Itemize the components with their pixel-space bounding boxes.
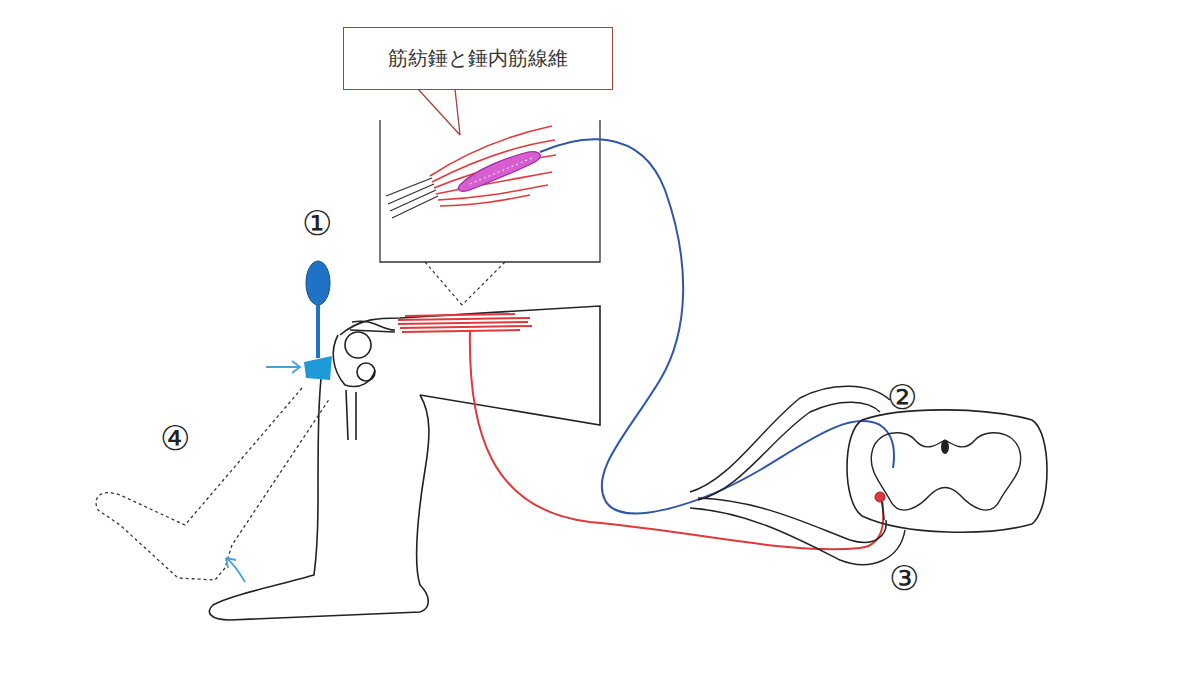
muscle-spindle — [458, 152, 540, 192]
grey-matter — [871, 433, 1020, 510]
knee-joint — [345, 332, 371, 358]
knee-joint — [357, 363, 375, 381]
callout-text: 筋紡錘と錘内筋線維 — [388, 45, 568, 72]
inset-pointer — [425, 262, 505, 305]
extended-leg — [96, 388, 330, 580]
reflex-hammer — [306, 261, 330, 305]
callout-tail — [418, 89, 460, 135]
intrafusal-fiber — [470, 158, 532, 184]
patella — [333, 335, 375, 387]
callout-number: ② — [887, 380, 917, 414]
muscle-fiber — [400, 326, 532, 328]
motor-neuron — [875, 492, 885, 502]
root-outline — [690, 386, 890, 492]
central-canal — [941, 440, 949, 454]
callout-number: ③ — [889, 561, 919, 595]
tendon-line — [386, 178, 432, 196]
muscle-fiber — [405, 314, 515, 316]
axon — [882, 502, 884, 520]
root-outline — [698, 402, 880, 500]
nerve-root — [690, 386, 905, 564]
leg — [209, 306, 600, 620]
muscle-fiber — [398, 318, 530, 320]
sensory-nerve — [540, 139, 894, 513]
tendon-line — [392, 196, 438, 218]
hammer-handle — [316, 305, 320, 358]
tibia — [346, 390, 356, 440]
tap-arrow — [266, 361, 300, 373]
femur — [350, 321, 395, 332]
tendon — [386, 178, 438, 218]
callout-number: ④ — [160, 421, 190, 455]
quadriceps — [398, 314, 532, 332]
arrowhead — [226, 558, 236, 568]
root-outline — [698, 498, 886, 542]
movement-arrow — [226, 558, 245, 582]
spinal-cord — [847, 410, 1047, 532]
callout-number: ① — [302, 206, 332, 240]
muscle-fiber — [440, 195, 530, 206]
motor-nerve — [470, 330, 883, 549]
muscle-fiber — [402, 330, 520, 332]
root-outline — [690, 508, 905, 565]
muscle-fibers — [430, 126, 556, 206]
muscle-fiber — [438, 185, 548, 200]
callout-box: 筋紡錘と錘内筋線維 — [343, 27, 613, 90]
inset-frame — [380, 120, 600, 262]
hammer-head — [304, 356, 332, 380]
lower-leg-outline — [209, 370, 429, 620]
muscle-fiber — [398, 322, 528, 324]
